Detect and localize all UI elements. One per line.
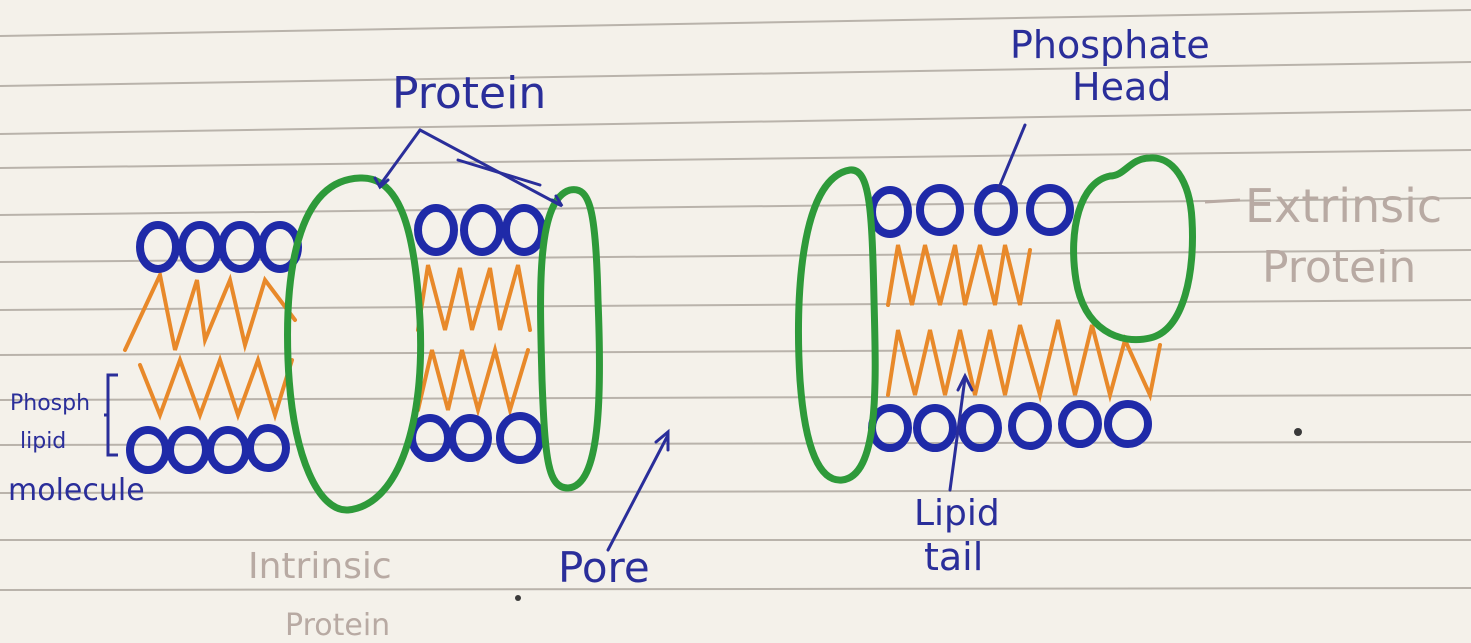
transmembrane-protein-shape	[798, 170, 875, 480]
lipid-tail-label-line2: tail	[924, 535, 983, 579]
phosphate-head-label-line2: Head	[1072, 65, 1171, 109]
intrinsic-protein-label-line1: Intrinsic	[248, 546, 392, 587]
extrinsic-protein-label-line1: Extrinsic	[1245, 179, 1442, 233]
phosphate-heads-left-top	[140, 225, 298, 269]
extrinsic-protein-label-line2: Protein	[1262, 242, 1416, 293]
phosphate-head-label-line1: Phosphate	[1010, 23, 1210, 67]
phosphate-heads-left-bottom	[130, 428, 286, 470]
phospholipid-bracket	[104, 375, 118, 455]
extrinsic-protein-shape	[1074, 158, 1193, 340]
pore-label: Pore	[558, 543, 650, 592]
lipid-tails-left	[125, 275, 295, 415]
protein-label: Protein	[392, 68, 546, 119]
phosphate-heads-right-top	[872, 188, 1070, 234]
phosphate-heads-middle-top	[418, 208, 542, 252]
phosphate-head-arrow	[998, 125, 1025, 190]
phospholipid-label-line2: lipid	[20, 429, 66, 454]
extrinsic-pointer-line	[1205, 200, 1240, 202]
phospholipid-label-line3: molecule	[8, 473, 145, 508]
lipid-tails-right	[888, 245, 1160, 395]
protein-pointer-lines	[375, 130, 562, 206]
lipid-tails-middle	[418, 265, 530, 410]
lipid-tail-label-line1: Lipid	[914, 493, 1000, 534]
intrinsic-protein-label-line2: Protein	[285, 608, 390, 643]
intrinsic-protein-shape	[288, 178, 421, 510]
phosphate-heads-right-bottom	[872, 404, 1148, 448]
phosphate-heads-middle-bottom	[412, 416, 540, 460]
phospholipid-label-line1: Phosph	[10, 391, 90, 416]
